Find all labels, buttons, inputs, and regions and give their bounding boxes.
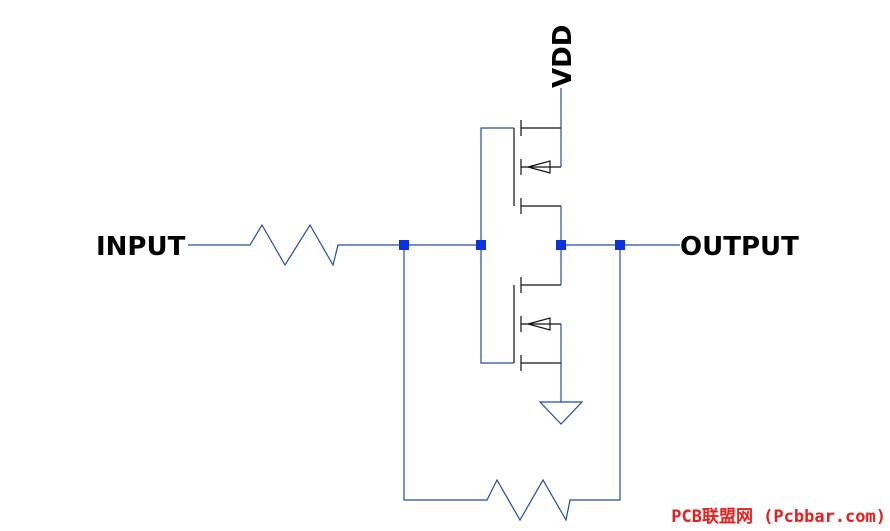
watermark: PCB联盟网 (Pcbbar.com) bbox=[671, 507, 886, 527]
output-node bbox=[615, 240, 625, 250]
feedback-resistor bbox=[403, 245, 621, 522]
vdd-label: VDD bbox=[548, 25, 578, 88]
input-label: INPUT bbox=[96, 232, 186, 262]
output-label: OUTPUT bbox=[680, 232, 799, 262]
gate-node bbox=[476, 240, 486, 250]
nmos-transistor bbox=[513, 245, 562, 402]
input-wire bbox=[188, 223, 404, 267]
ground-symbol bbox=[538, 401, 584, 425]
drain-node bbox=[556, 240, 566, 250]
pmos-transistor bbox=[513, 88, 562, 245]
input-resistor bbox=[188, 223, 404, 267]
input-node bbox=[399, 240, 409, 250]
